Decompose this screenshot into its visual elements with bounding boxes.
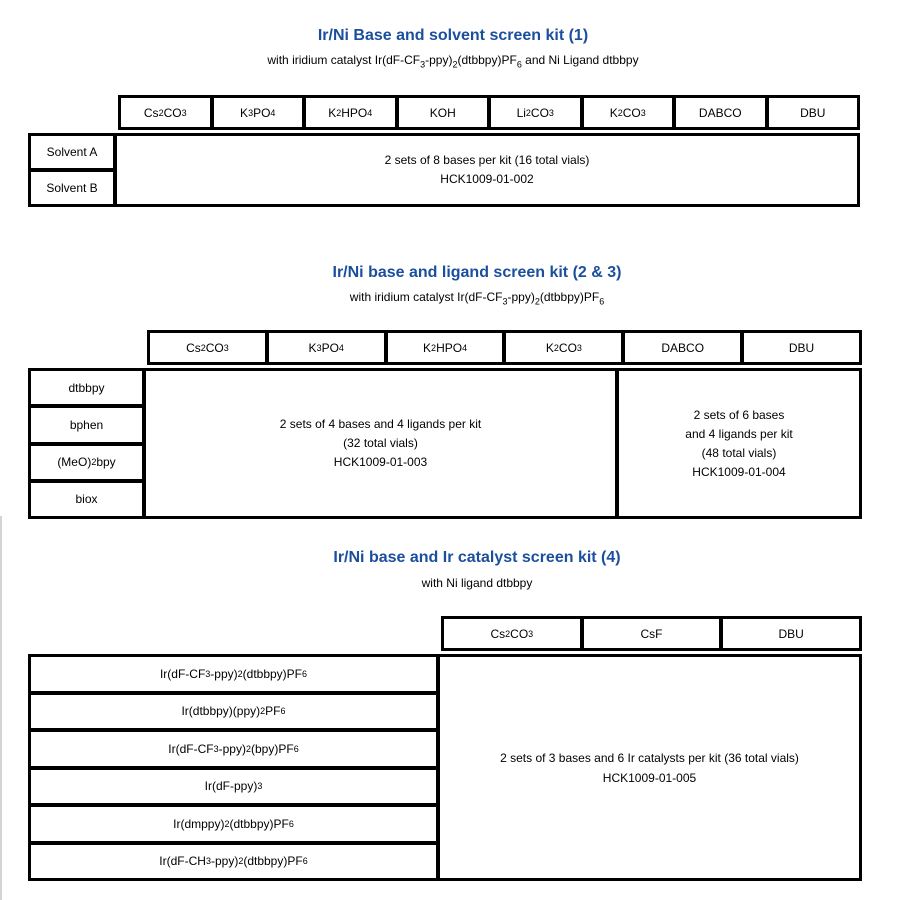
kit1-merged-cell: 2 sets of 8 bases per kit (16 total vial…	[117, 136, 857, 204]
kit2-kit-code: HCK1009-01-003	[333, 455, 428, 469]
kit1-row-label: Solvent B	[46, 181, 98, 195]
kit2-col-header: DABCO	[625, 333, 745, 362]
kit1-subtitle: with iridium catalyst Ir(dF-CF3-ppy)2(dt…	[267, 53, 639, 70]
kit2-subtitle: with iridium catalyst Ir(dF-CF3-ppy)2(dt…	[349, 290, 605, 307]
kit1-merged-line: 2 sets of 8 bases per kit (16 total vial…	[384, 153, 590, 167]
kit2-row-label: biox	[75, 492, 98, 507]
kit1-table-body: Solvent A Solvent B 2 sets of 8 bases pe…	[28, 133, 860, 207]
kit2-kit-code: HCK1009-01-004	[692, 464, 786, 479]
kit3-col-header: CsF	[584, 619, 724, 648]
kit2-merged-line: 2 sets of 4 bases and 4 ligands per kit	[279, 417, 482, 431]
kit3-row-label: Ir(dF-ppy)3	[31, 770, 436, 807]
kit2-row-label: dtbbpy	[31, 371, 142, 409]
kit3-col-header: DBU	[778, 626, 804, 641]
kit3-title: Ir/Ni base and Ir catalyst screen kit (4…	[333, 549, 621, 566]
kit2-merged-line: (48 total vials)	[701, 445, 777, 460]
kit2-merged-cell-right: 2 sets of 6 bases and 4 ligands per kit …	[619, 371, 859, 516]
kit1-row-labels: Solvent A Solvent B	[31, 136, 117, 204]
kit2-col-header: DBU	[788, 340, 815, 355]
kit1-col-header: KOH	[399, 98, 491, 127]
kit3-subtitle: with Ni ligand dtbbpy	[421, 576, 533, 590]
kit2-merged-line: 2 sets of 6 bases	[693, 407, 785, 422]
kit3-kit-code: HCK1009-01-005	[602, 770, 697, 785]
kit2-row-label: bphen	[31, 408, 142, 446]
kit1-title: Ir/Ni Base and solvent screen kit (1)	[317, 27, 589, 44]
page-break-line	[0, 516, 2, 900]
kit1-col-header: DBU	[800, 105, 826, 120]
kit2-title: Ir/Ni base and ligand screen kit (2 & 3)	[332, 264, 622, 281]
kit3-merged-cell: 2 sets of 3 bases and 6 Ir catalysts per…	[440, 657, 859, 878]
kit2-merged-cell-left: 2 sets of 4 bases and 4 ligands per kit …	[146, 371, 619, 516]
kit3-merged-line: 2 sets of 3 bases and 6 Ir catalysts per…	[500, 750, 799, 765]
kit1-row-label: Solvent A	[31, 136, 113, 172]
kit1-col-header: DABCO	[676, 98, 769, 127]
kit1-kit-code: HCK1009-01-002	[440, 172, 534, 186]
kit2-merged-line: (32 total vials)	[343, 436, 418, 450]
kit2-merged-line: and 4 ligands per kit	[685, 426, 793, 441]
